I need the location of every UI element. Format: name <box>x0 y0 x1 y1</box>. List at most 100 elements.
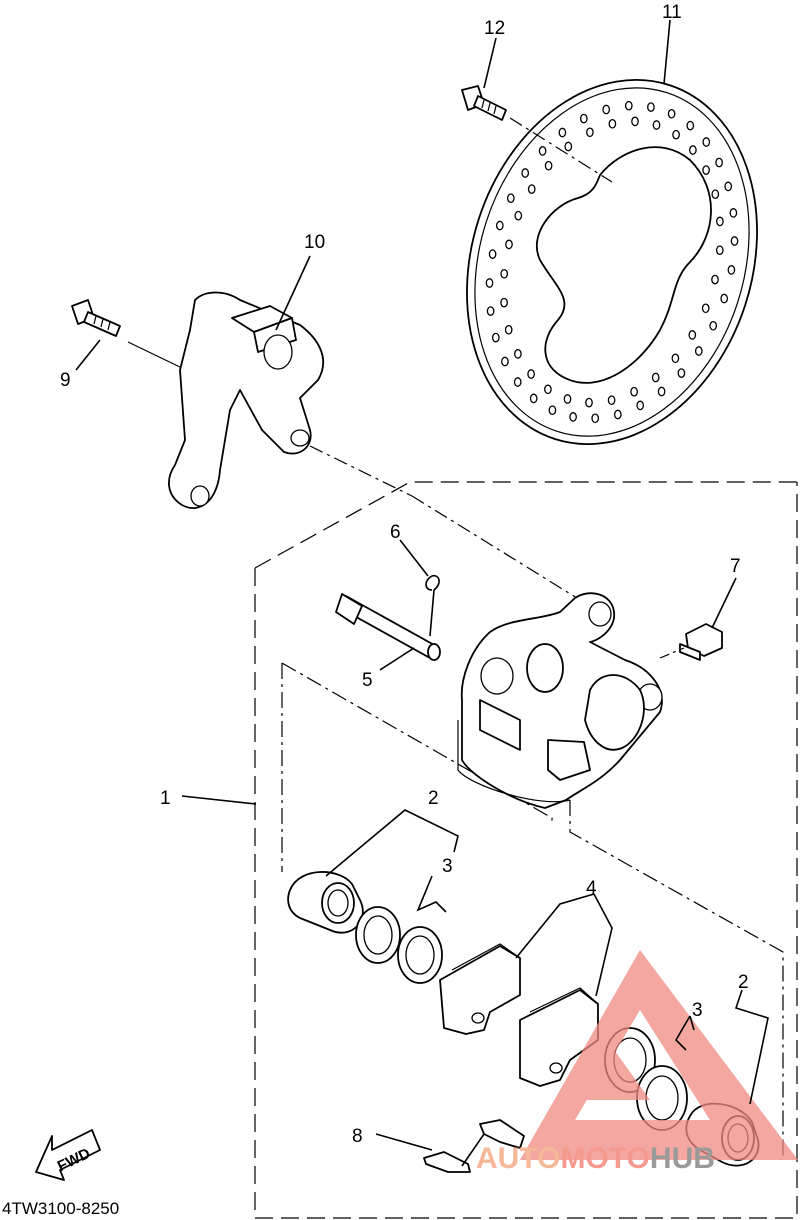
caliper-body <box>457 592 663 809</box>
caliper-bracket <box>168 291 586 604</box>
callout-9: 9 <box>60 370 71 391</box>
disc-hole <box>727 265 736 275</box>
disc-hole <box>716 216 724 227</box>
disc-hole <box>488 249 497 259</box>
seal-left-b <box>397 926 443 984</box>
disc-hole <box>709 320 718 331</box>
disc-hole <box>672 129 680 140</box>
disc-hole <box>491 332 500 343</box>
callout-6: 6 <box>390 522 401 543</box>
callout-2-upper: 2 <box>428 788 439 809</box>
disc-hole <box>564 141 573 152</box>
disc-hole <box>504 324 513 335</box>
disc-hole <box>702 137 711 147</box>
disc-hole <box>521 168 530 178</box>
disc-hole <box>729 208 738 218</box>
watermark-text: AUTOMOTOHUB <box>476 1142 715 1175</box>
disc-hole <box>602 104 611 115</box>
watermark-logo <box>520 950 798 1160</box>
disc-hole <box>485 278 494 288</box>
disc-hole <box>501 356 509 367</box>
callout-7: 7 <box>730 556 741 577</box>
disc-hole <box>607 395 616 406</box>
disc-hole <box>636 400 645 411</box>
disc-hole <box>563 394 572 404</box>
seal-right-b <box>636 1065 688 1131</box>
callout-3-upper: 3 <box>442 856 453 877</box>
callout-11: 11 <box>662 2 682 23</box>
disc-hole <box>702 165 710 175</box>
disc-hole <box>579 113 588 124</box>
callout-10: 10 <box>304 232 325 253</box>
leader-lines <box>75 19 769 1151</box>
callout-8: 8 <box>352 1126 363 1147</box>
disc-hole <box>631 116 639 127</box>
disc-hole <box>667 108 676 119</box>
disc-hole <box>506 193 515 204</box>
disc-hole <box>514 210 523 221</box>
disc-hole <box>630 386 638 397</box>
callout-4: 4 <box>586 878 597 899</box>
disc-ventilation-holes <box>485 100 739 424</box>
disc-hole <box>724 181 733 192</box>
callout-12: 12 <box>484 18 505 39</box>
callout-1: 1 <box>160 788 171 809</box>
disc-hole <box>544 160 553 171</box>
disc-hole <box>544 384 552 395</box>
callout-3-lower: 3 <box>692 1000 703 1021</box>
disc-hole <box>513 377 522 387</box>
disc-hole <box>613 409 622 420</box>
bracket-bolt <box>71 299 183 369</box>
brake-disc <box>466 78 758 446</box>
disc-hole <box>686 120 695 131</box>
disc-hole <box>527 184 536 194</box>
piston-left <box>287 871 364 934</box>
disc-hole <box>651 372 660 383</box>
disc-hole <box>500 268 509 279</box>
disc-hole <box>701 303 710 314</box>
disc-hole <box>694 346 703 356</box>
disc-hole <box>558 127 567 138</box>
disc-hole <box>486 306 495 316</box>
disc-hole <box>647 102 655 112</box>
disc-hole <box>688 330 697 340</box>
disc-hole <box>514 349 522 359</box>
disc-hole <box>711 189 720 200</box>
disc-hole <box>652 120 661 130</box>
brake-pad-b <box>519 987 599 1087</box>
disc-hole <box>505 239 513 250</box>
brake-pad-a <box>439 943 521 1035</box>
disc-hole <box>500 297 508 308</box>
disc-hole <box>529 393 538 404</box>
disc-hole <box>624 100 633 111</box>
callout-5: 5 <box>362 670 373 691</box>
seal-left-a <box>355 906 401 964</box>
pad-spring <box>423 1119 525 1173</box>
disc-hole <box>538 146 547 156</box>
disc-hole <box>586 127 594 138</box>
disc-hole <box>548 405 557 416</box>
disc-hole <box>671 353 680 364</box>
callout-numbers: 11 12 10 9 6 7 5 1 2 3 4 2 3 8 <box>60 2 749 1147</box>
disc-hole <box>495 220 504 231</box>
disc-hole <box>715 245 724 256</box>
fwd-arrow-icon: FWD <box>35 1129 101 1181</box>
disc-hole <box>720 293 729 304</box>
bleed-screw <box>659 623 723 661</box>
disc-hole <box>689 145 697 155</box>
disc-hole <box>657 386 666 397</box>
callout-2-lower: 2 <box>738 972 749 993</box>
drawing-code: 4TW3100-8250 <box>2 1199 119 1218</box>
disc-hole <box>711 274 719 285</box>
disc-bolt <box>461 85 613 183</box>
disc-hole <box>715 157 723 168</box>
disc-hole <box>569 412 577 422</box>
disc-hole <box>527 369 535 379</box>
disc-hole <box>608 118 617 129</box>
pad-pin <box>335 593 441 661</box>
disc-hole <box>677 368 686 378</box>
disc-hole <box>585 397 593 408</box>
pin-clip <box>425 574 440 637</box>
disc-hole <box>730 236 739 246</box>
